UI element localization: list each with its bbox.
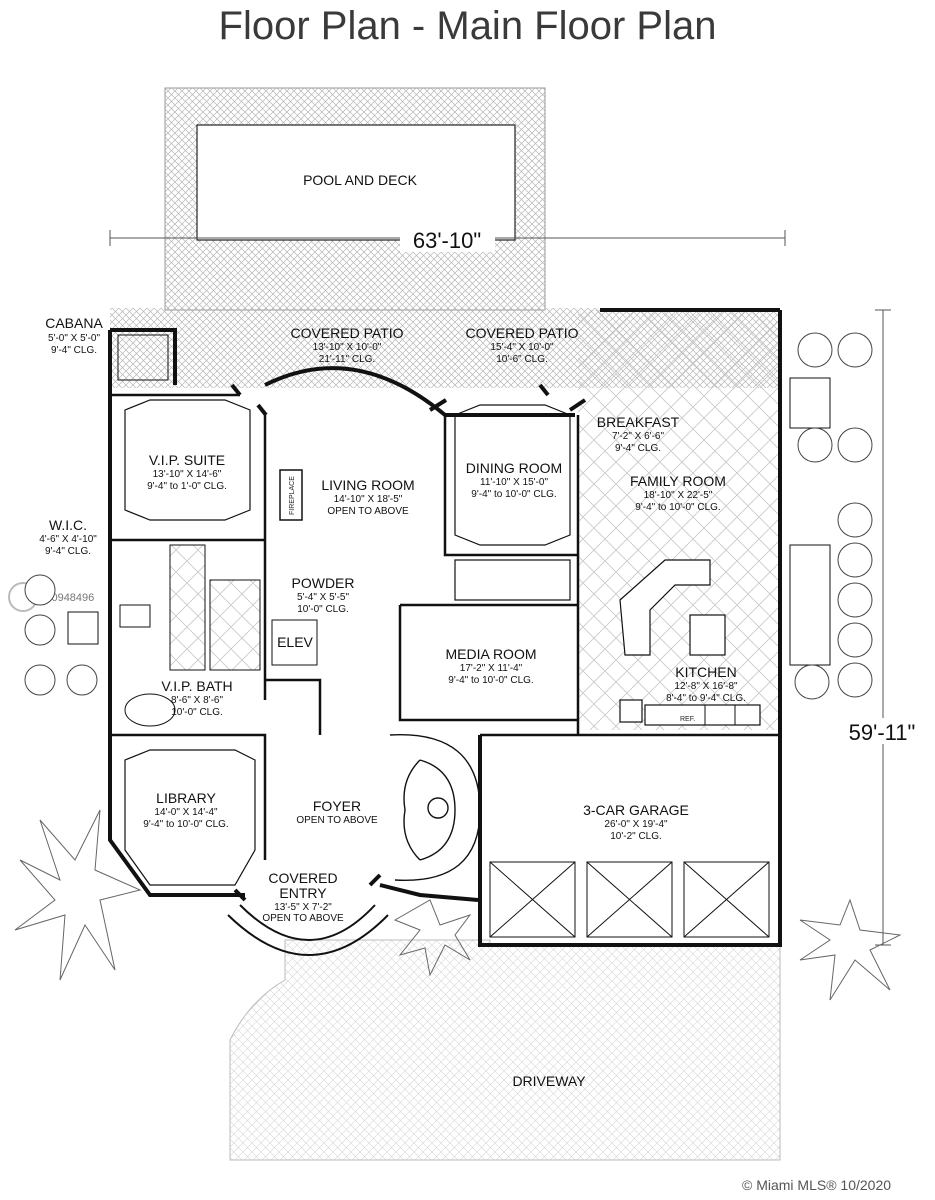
interior-walls	[110, 393, 780, 860]
media-room-label: MEDIA ROOM	[445, 646, 536, 662]
elevator-label: ELEV	[277, 634, 313, 650]
fireplace-label: FIREPLACE	[289, 476, 296, 515]
svg-text:9'-4" CLG.: 9'-4" CLG.	[45, 546, 91, 557]
side-planter	[789, 544, 831, 666]
svg-text:12'-8" X 16'-8": 12'-8" X 16'-8"	[674, 681, 738, 692]
foyer-label: FOYER	[313, 798, 361, 814]
svg-text:9'-4" CLG.: 9'-4" CLG.	[51, 345, 97, 356]
dining-bay	[454, 404, 571, 546]
covered-entry-label: COVERED	[268, 870, 337, 886]
svg-text:13'-10" X 10'-0": 13'-10" X 10'-0"	[313, 342, 382, 353]
svg-text:13'-5" X 7'-2": 13'-5" X 7'-2"	[274, 902, 332, 913]
shrubs	[24, 332, 873, 700]
elevator	[271, 619, 318, 666]
covered-patio-2-label: COVERED PATIO	[465, 325, 578, 341]
kitchen-island	[619, 559, 761, 726]
svg-text:10'-0" CLG.: 10'-0" CLG.	[171, 707, 223, 718]
svg-text:14'-0" X 14'-4": 14'-0" X 14'-4"	[154, 807, 218, 818]
cabana-room	[117, 334, 169, 381]
svg-text:10'-2" CLG.: 10'-2" CLG.	[610, 831, 662, 842]
copyright-credit: © Miami MLS® 10/2020	[742, 1177, 892, 1193]
vip-bath-label: V.I.P. BATH	[161, 678, 232, 694]
svg-text:11'-10" X 15'-0": 11'-10" X 15'-0"	[480, 477, 548, 488]
svg-text:7'-2" X 6'-6": 7'-2" X 6'-6"	[612, 431, 665, 442]
svg-text:10'-6" CLG.: 10'-6" CLG.	[496, 354, 548, 365]
library-bay	[124, 749, 256, 886]
vip-shower	[209, 579, 261, 671]
svg-text:8'-4" to 9'-4" CLG.: 8'-4" to 9'-4" CLG.	[666, 693, 746, 704]
svg-text:ENTRY: ENTRY	[279, 885, 327, 901]
palm-trees	[14, 809, 902, 1001]
width-dimension: 63'-10"	[413, 228, 481, 253]
svg-text:17'-2" X 11'-4": 17'-2" X 11'-4"	[460, 663, 523, 674]
svg-text:26'-0" X 19'-4": 26'-0" X 19'-4"	[604, 819, 668, 830]
svg-text:9'-4" to 10'-0" CLG.: 9'-4" to 10'-0" CLG.	[471, 489, 556, 500]
spiral-staircase	[389, 734, 481, 881]
svg-text:OPEN TO ABOVE: OPEN TO ABOVE	[327, 506, 409, 517]
garage-doors	[489, 861, 770, 938]
depth-dimension: 59'-11"	[849, 720, 916, 745]
family-room-floor	[578, 310, 778, 730]
pool	[196, 124, 516, 241]
bathtub	[124, 693, 176, 727]
svg-text:OPEN TO ABOVE: OPEN TO ABOVE	[262, 913, 344, 924]
svg-text:15'-4" X 10'-0": 15'-4" X 10'-0"	[490, 342, 554, 353]
svg-text:5'-4" X 5'-5": 5'-4" X 5'-5"	[297, 592, 350, 603]
toilet	[119, 604, 151, 628]
side-ac-unit	[67, 611, 99, 645]
svg-text:4'-6" X 4'-10": 4'-6" X 4'-10"	[39, 534, 97, 545]
svg-text:9'-4" to 10'-0" CLG.: 9'-4" to 10'-0" CLG.	[448, 675, 533, 686]
svg-text:21'-11" CLG.: 21'-11" CLG.	[319, 354, 375, 365]
cabana-label: CABANA	[45, 315, 103, 331]
svg-text:10'-0" CLG.: 10'-0" CLG.	[297, 604, 349, 615]
svg-text:9'-4" CLG.: 9'-4" CLG.	[615, 443, 661, 454]
powder-label: POWDER	[292, 575, 355, 591]
driveway-area	[229, 939, 781, 1161]
wic-closet	[169, 544, 206, 671]
kitchen-label: KITCHEN	[675, 664, 736, 680]
breakfast-label: BREAKFAST	[597, 414, 680, 430]
outdoor-fixture	[789, 377, 831, 429]
covered-entry-arc	[227, 904, 389, 956]
library-label: LIBRARY	[156, 790, 216, 806]
exterior-walls	[108, 308, 782, 947]
garage-label: 3-CAR GARAGE	[583, 802, 689, 818]
svg-text:5'-0" X 5'-0": 5'-0" X 5'-0"	[48, 333, 101, 344]
svg-text:9'-4" to 10'-0" CLG.: 9'-4" to 10'-0" CLG.	[143, 819, 228, 830]
living-room-label: LIVING ROOM	[321, 477, 414, 493]
svg-text:14'-10" X 18'-5": 14'-10" X 18'-5"	[334, 494, 403, 505]
svg-text:13'-10" X 14'-6": 13'-10" X 14'-6"	[153, 469, 222, 480]
family-room-label: FAMILY ROOM	[630, 473, 726, 489]
pool-label: POOL AND DECK	[303, 172, 418, 188]
driveway-label: DRIVEWAY	[512, 1073, 586, 1089]
page-title: Floor Plan - Main Floor Plan	[218, 4, 717, 48]
svg-text:9'-4" to 1'-0" CLG.: 9'-4" to 1'-0" CLG.	[147, 481, 227, 492]
dining-buffet	[454, 559, 571, 601]
ref-label: REF.	[680, 716, 695, 723]
svg-text:OPEN TO ABOVE: OPEN TO ABOVE	[296, 815, 378, 826]
vip-suite-label: V.I.P. SUITE	[149, 452, 225, 468]
fireplace	[279, 469, 303, 521]
vip-suite-bay	[124, 399, 251, 521]
dining-room-label: DINING ROOM	[466, 460, 562, 476]
svg-text:9'-4" to 10'-0" CLG.: 9'-4" to 10'-0" CLG.	[635, 502, 720, 513]
covered-patio-1-label: COVERED PATIO	[290, 325, 403, 341]
svg-text:8'-6" X 8'-6": 8'-6" X 8'-6"	[171, 695, 224, 706]
svg-text:18'-10" X 22'-5": 18'-10" X 22'-5"	[644, 490, 713, 501]
wic-label: W.I.C.	[49, 517, 87, 533]
